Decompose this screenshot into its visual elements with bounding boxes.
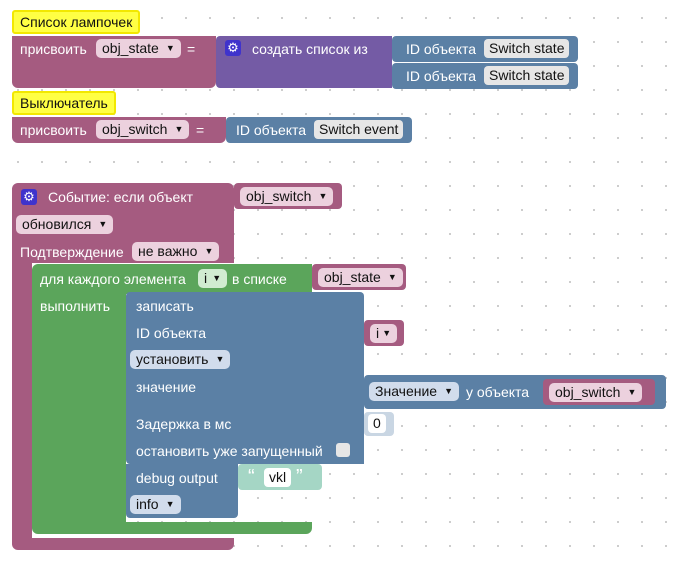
write-id-label: ID объекта [136,325,207,341]
chevron-down-icon: ▼ [382,328,392,338]
object-id-field-2[interactable]: Switch state [484,66,570,85]
object-id-field-1[interactable]: Switch state [484,39,570,58]
foreach-block-footer [32,522,312,534]
variable-dropdown-obj-state[interactable]: obj_state ▼ [96,39,181,58]
value-object: obj_switch [555,384,621,400]
quote-open-icon: “ [248,466,255,488]
comment-note-bulb-list[interactable]: Список лампочек [12,10,141,34]
comment-text: Выключатель [20,95,108,111]
stop-running-label: остановить уже запущенный [136,443,323,459]
quote-close-icon: ” [296,466,303,488]
event-object-dropdown[interactable]: obj_switch ▼ [240,187,334,206]
trigger-dropdown[interactable]: обновился ▼ [16,215,114,234]
delay-value-field[interactable]: 0 [368,414,386,433]
confirm-label: Подтверждение [20,244,124,260]
chevron-down-icon: ▼ [165,43,175,53]
assign-label: присвоить [20,122,87,138]
event-object-var-block[interactable]: obj_switch ▼ [234,183,342,209]
text-string-block[interactable]: “ vkl ” [238,464,322,490]
value-of-label: у объекта [466,384,530,400]
value-object-var-block[interactable]: obj_switch ▼ [543,379,655,405]
debug-label: debug output [136,470,218,486]
gear-icon[interactable]: ⚙ [225,40,241,56]
event-block[interactable]: ⚙ Событие: если объект обновился ▼ Подтв… [12,183,234,263]
object-id-label: ID объекта [406,41,477,57]
object-id-field-switch[interactable]: Switch event [314,120,404,139]
comment-note-switch[interactable]: Выключатель [12,91,116,115]
chevron-down-icon: ▼ [215,354,225,364]
assign-label: присвоить [20,41,87,57]
delay-number-block[interactable]: 0 [364,412,394,436]
object-id-block-1[interactable]: ID объекта Switch state [392,36,578,62]
variable-name: obj_switch [102,121,168,137]
chevron-down-icon: ▼ [444,386,454,396]
event-block-spine [12,263,32,538]
foreach-block-spine: выполнить [32,294,126,522]
equals-label: = [196,122,205,138]
value-property: Значение [375,383,438,399]
loop-variable-dropdown[interactable]: i ▼ [198,269,228,288]
chevron-down-icon: ▼ [204,246,214,256]
value-object-dropdown[interactable]: obj_switch ▼ [549,383,643,402]
create-list-label: создать список из [252,41,368,57]
delay-label: Задержка в мс [136,416,232,432]
debug-level-dropdown[interactable]: info ▼ [130,495,181,514]
write-id-dropdown[interactable]: i ▼ [370,324,398,343]
foreach-block[interactable]: для каждого элемента i ▼ в списке [32,264,312,294]
foreach-list-value: obj_state [324,269,381,285]
write-id-var-block[interactable]: i ▼ [364,320,404,346]
chevron-down-icon: ▼ [165,499,175,509]
comment-text: Список лампочек [20,14,133,30]
loop-variable: i [204,270,208,286]
assign-block-obj-state[interactable]: присвоить obj_state ▼ = [12,36,216,88]
variable-name: obj_state [102,40,159,56]
variable-dropdown-obj-switch[interactable]: obj_switch ▼ [96,120,190,139]
chevron-down-icon: ▼ [212,273,222,283]
write-id-var-value: i [376,325,380,341]
write-title: записать [136,298,194,314]
assign-block-obj-switch[interactable]: присвоить obj_switch ▼ = [12,117,226,143]
chevron-down-icon: ▼ [627,387,637,397]
chevron-down-icon: ▼ [318,191,328,201]
chevron-down-icon: ▼ [98,219,108,229]
debug-level-value: info [136,496,159,512]
event-object-value: obj_switch [246,188,312,204]
object-id-label: ID объекта [236,122,307,138]
foreach-list-dropdown[interactable]: obj_state ▼ [318,268,403,287]
write-state-block[interactable]: записать ID объекта установить ▼ значени… [126,292,364,464]
stop-running-checkbox[interactable] [336,443,350,457]
debug-output-block[interactable]: debug output info ▼ [126,464,238,518]
foreach-list-var-block[interactable]: obj_state ▼ [312,264,406,290]
debug-text-field[interactable]: vkl [264,468,292,487]
equals-label: = [187,41,196,57]
do-label: выполнить [40,298,110,314]
object-id-block-2[interactable]: ID объекта Switch state [392,63,578,89]
write-value-label: значение [136,379,197,395]
object-id-block-switch[interactable]: ID объекта Switch event [226,117,412,143]
write-mode-dropdown[interactable]: установить ▼ [130,350,231,369]
object-id-label: ID объекта [406,68,477,84]
trigger-value: обновился [22,216,92,232]
foreach-label: для каждого элемента [40,271,186,287]
value-property-dropdown[interactable]: Значение ▼ [369,382,460,401]
chevron-down-icon: ▼ [387,272,397,282]
in-list-label: в списке [232,271,287,287]
confirm-value: не важно [138,243,198,259]
event-title: Событие: если объект [48,189,194,205]
chevron-down-icon: ▼ [174,124,184,134]
confirm-dropdown[interactable]: не важно ▼ [132,242,220,261]
create-list-block[interactable]: ⚙ создать список из [216,36,392,88]
event-block-footer [12,538,234,550]
write-mode-value: установить [136,351,209,367]
gear-icon[interactable]: ⚙ [21,189,37,205]
